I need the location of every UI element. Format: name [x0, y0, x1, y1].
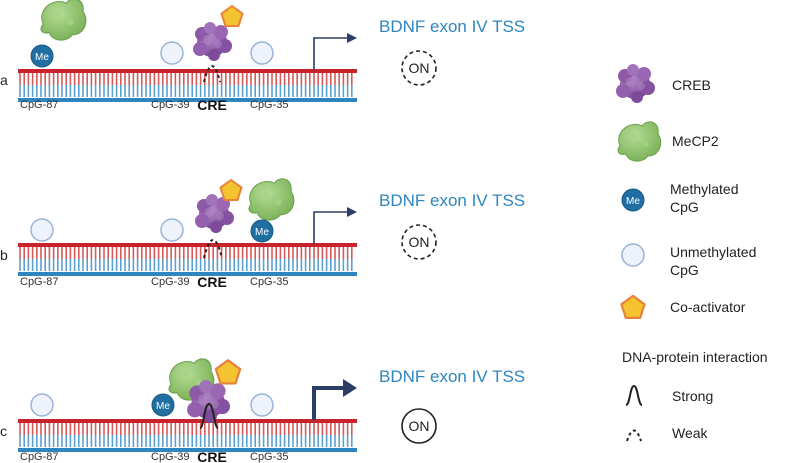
legend-interaction-title: DNA-protein interaction — [622, 349, 768, 365]
panel-c-proteins: Me — [30, 358, 274, 429]
legend-unmethylated-label-2: CpG — [670, 262, 699, 278]
methylated-cpg-87: Me — [30, 44, 54, 68]
svg-text:Me: Me — [255, 227, 269, 238]
methylated-cpg-39: Me — [151, 393, 175, 417]
methylated-cpg-35: Me — [250, 219, 274, 243]
cpg-label: CpG-87 — [20, 276, 59, 288]
dna-strand — [18, 419, 357, 452]
tss-arrow — [313, 207, 357, 244]
legend-mecp2-icon — [617, 121, 662, 162]
strong-interaction-glyph — [199, 402, 219, 429]
panel-a-proteins: Me — [30, 0, 274, 83]
unmethylated-cpg-87 — [30, 218, 54, 242]
cpg-label: CpG-87 — [20, 451, 59, 463]
dna-strand — [18, 243, 357, 276]
unmethylated-cpg-39 — [160, 41, 184, 65]
creb-protein — [193, 22, 232, 61]
tss-label: BDNF exon IV TSS — [379, 17, 525, 36]
dna-strand — [18, 69, 357, 102]
tss-label: BDNF exon IV TSS — [379, 367, 525, 386]
panel-letter: a — [0, 72, 8, 88]
cre-label: CRE — [197, 97, 227, 113]
legend-creb-icon — [616, 64, 655, 103]
weak-interaction-glyph — [203, 239, 223, 259]
cre-label: CRE — [197, 449, 227, 463]
svg-text:Me: Me — [156, 401, 170, 412]
legend-creb-label: CREB — [672, 77, 711, 93]
cpg-label: CpG-35 — [250, 276, 289, 288]
legend-methylated-label-2: CpG — [670, 199, 699, 215]
unmethylated-cpg-35 — [250, 41, 274, 65]
mecp2-protein — [40, 0, 87, 41]
svg-text:Me: Me — [35, 52, 49, 63]
legend-coactivator-label: Co-activator — [670, 299, 746, 315]
tss-arrow — [312, 379, 357, 420]
cpg-label: CpG-87 — [20, 99, 59, 111]
cpg-label: CpG-39 — [151, 276, 190, 288]
creb-protein — [187, 380, 230, 423]
legend: CREB MeCP2 Me Methylated CpG Unmethylate… — [616, 64, 768, 442]
cpg-label: CpG-39 — [151, 99, 190, 111]
svg-text:ON: ON — [409, 60, 430, 76]
tss-label: BDNF exon IV TSS — [379, 191, 525, 210]
svg-text:ON: ON — [409, 418, 430, 434]
status-badge: ON — [401, 408, 437, 444]
legend-methylated-label-1: Methylated — [670, 181, 738, 197]
coactivator — [214, 359, 242, 385]
coactivator — [220, 5, 244, 27]
coactivator — [219, 179, 243, 201]
legend-unmethylated-label-1: Unmethylated — [670, 244, 756, 260]
weak-interaction-glyph — [203, 65, 221, 83]
legend-strong-label: Strong — [672, 388, 713, 404]
status-badge: ON — [401, 50, 437, 86]
panel-b-proteins: Me — [30, 178, 295, 259]
status-badge: ON — [401, 224, 437, 260]
cpg-label: CpG-39 — [151, 451, 190, 463]
cpg-label: CpG-35 — [250, 451, 289, 463]
legend-mecp2-label: MeCP2 — [672, 133, 719, 149]
mecp2-protein — [248, 178, 295, 221]
unmethylated-cpg-39 — [160, 218, 184, 242]
legend-methylated-icon: Me — [621, 188, 645, 212]
legend-weak-icon — [626, 429, 642, 442]
unmethylated-cpg-87 — [30, 393, 54, 417]
legend-strong-icon — [625, 384, 643, 406]
panel-letter: b — [0, 247, 8, 263]
svg-text:Me: Me — [626, 196, 640, 207]
legend-weak-label: Weak — [672, 425, 709, 441]
svg-text:ON: ON — [409, 234, 430, 250]
panel-letter: c — [0, 423, 7, 439]
tss-arrow — [313, 33, 357, 70]
unmethylated-cpg-35 — [250, 393, 274, 417]
cre-label: CRE — [197, 274, 227, 290]
legend-unmethylated-icon — [621, 243, 645, 267]
legend-coactivator-icon — [620, 294, 646, 319]
cpg-label: CpG-35 — [250, 99, 289, 111]
